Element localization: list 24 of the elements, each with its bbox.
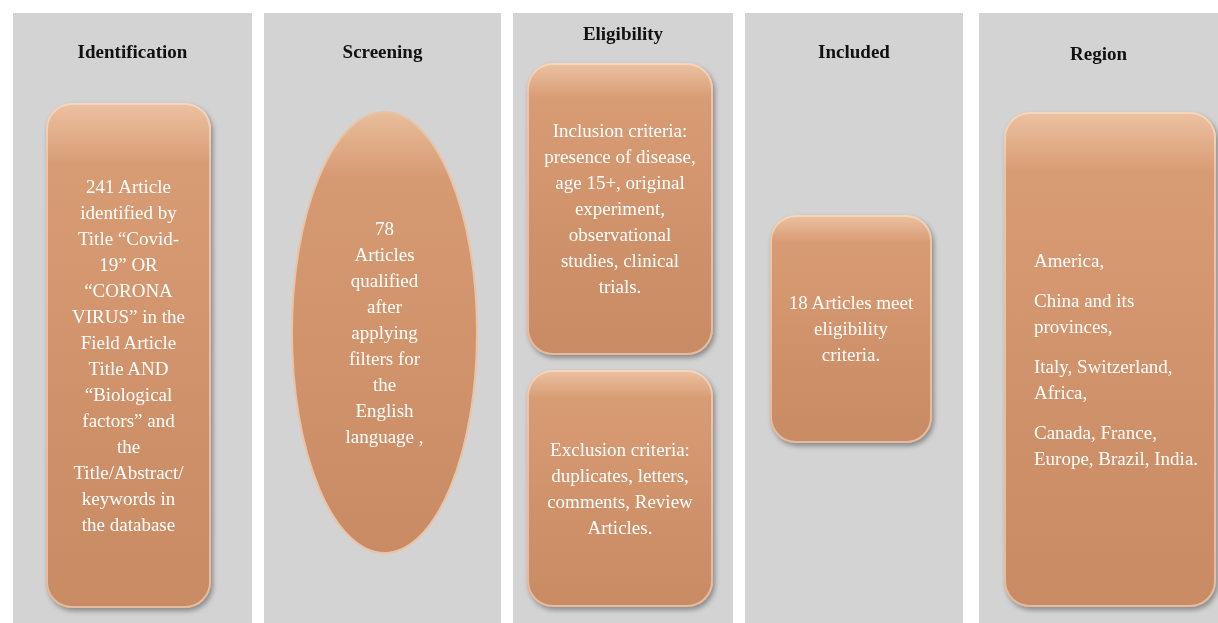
column-heading: Screening	[341, 41, 424, 63]
rounded-box	[46, 103, 211, 608]
box-text: 78 Articles qualified after applying filters for the English language ,	[344, 216, 425, 449]
rounded-box	[527, 63, 713, 355]
column-heading: Eligibility	[581, 23, 665, 45]
column-panel	[979, 13, 1218, 623]
box-text: 18 Articles meet eligibility criteria.	[788, 291, 914, 367]
box-text: Inclusion criteria: presence of disease, age 15+, original experiment, observational studies, clinical trials.	[543, 119, 697, 299]
column-heading: Identification	[76, 41, 189, 63]
box-text: Exclusion criteria: duplicates, letters, comments, Review Articles.	[547, 437, 693, 540]
box-text: Canada, France, Europe, Brazil, India.	[1034, 420, 1200, 471]
rounded-box	[1004, 112, 1216, 607]
rounded-box	[527, 370, 713, 607]
box-text: Italy, Switzerland, Africa,	[1034, 354, 1174, 405]
box-text: 241 Article identified by Title “Covid-19” OR “CORONA VIRUS” in the Field Article Title AND “Biological factors” and the Title/Abstract/keywords in the database	[72, 174, 185, 537]
box-text: America,	[1034, 248, 1106, 273]
column-panel	[264, 13, 501, 623]
rounded-box	[770, 215, 932, 443]
column-panel	[513, 13, 733, 623]
column-heading: Region	[1069, 43, 1128, 65]
box-text: China and its provinces,	[1034, 288, 1136, 339]
column-panel	[13, 13, 252, 623]
column-heading: Included	[817, 41, 891, 63]
column-panel	[745, 13, 963, 623]
